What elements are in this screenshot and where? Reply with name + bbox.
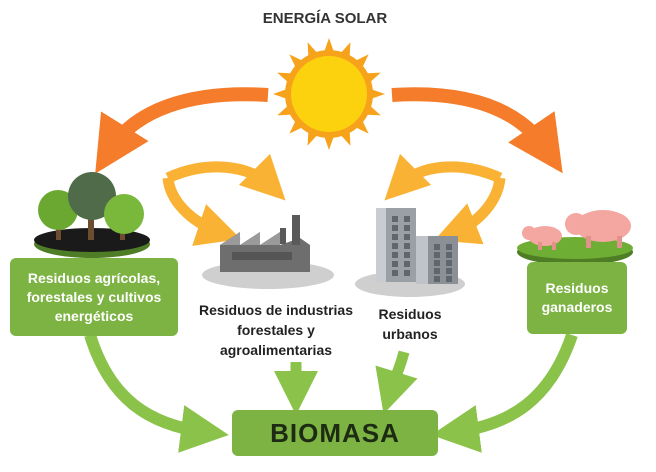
building-window (446, 260, 452, 266)
sun-ray (323, 135, 335, 150)
building-window (434, 252, 440, 258)
livestock-to-biomasa-arrow (431, 333, 578, 453)
building-window (446, 252, 452, 258)
building-window (404, 261, 410, 267)
sun-ray (289, 54, 304, 69)
yellow-arrow-left-1 (165, 153, 286, 201)
sun-ray (370, 88, 385, 100)
sun-icon (273, 38, 385, 150)
livestock-residues-box: Residuos ganaderos (527, 262, 627, 334)
agricultural-residues-box: Residuos agrícolas, forestales y cultivo… (10, 258, 178, 336)
industrial-residues-label: Residuos de industrias forestales y agro… (198, 302, 354, 358)
agricultural-to-biomasa-arrow (84, 333, 229, 453)
sun-ray (289, 119, 304, 134)
building-window (434, 276, 440, 282)
sun-ray (354, 54, 369, 69)
buildings-icon (355, 208, 465, 297)
building-window (404, 270, 410, 276)
building-window (404, 234, 410, 240)
agricultural-residues-label: Residuos agrícolas, forestales y cultivo… (26, 269, 162, 324)
building-window (392, 243, 398, 249)
sun-to-agricultural-arrow (95, 87, 269, 174)
building-window (434, 268, 440, 274)
building-window (404, 216, 410, 222)
livestock-residues-label: Residuos ganaderos (541, 280, 613, 315)
biomasa-box: BIOMASA (232, 410, 438, 456)
building-window (404, 252, 410, 258)
sun-to-livestock-arrow (391, 87, 563, 174)
building-window (446, 268, 452, 274)
building-window (392, 225, 398, 231)
sun-ray (273, 88, 288, 100)
building-window (392, 261, 398, 267)
sun-ray (323, 38, 335, 53)
trees-icon (34, 172, 150, 258)
urban-to-biomasa-arrow (375, 350, 418, 415)
building-window (404, 243, 410, 249)
yellow-arrow-right-1 (384, 153, 503, 201)
building-window (434, 260, 440, 266)
yellow-arrow-right-2 (434, 177, 506, 245)
building-window (392, 216, 398, 222)
building-window (392, 270, 398, 276)
building-window (392, 234, 398, 240)
building-window (446, 244, 452, 250)
diagram-title: ENERGÍA SOLAR (262, 10, 388, 27)
sun-ray (354, 119, 369, 134)
building-window (434, 244, 440, 250)
building-window (446, 276, 452, 282)
building-window (404, 225, 410, 231)
pigs-icon (517, 210, 633, 265)
factory-icon (202, 215, 334, 289)
urban-residues-label: Residuos urbanos (378, 306, 442, 342)
building-window (392, 252, 398, 258)
yellow-arrow-left-2 (162, 177, 241, 246)
biomasa-label: BIOMASA (270, 417, 400, 448)
